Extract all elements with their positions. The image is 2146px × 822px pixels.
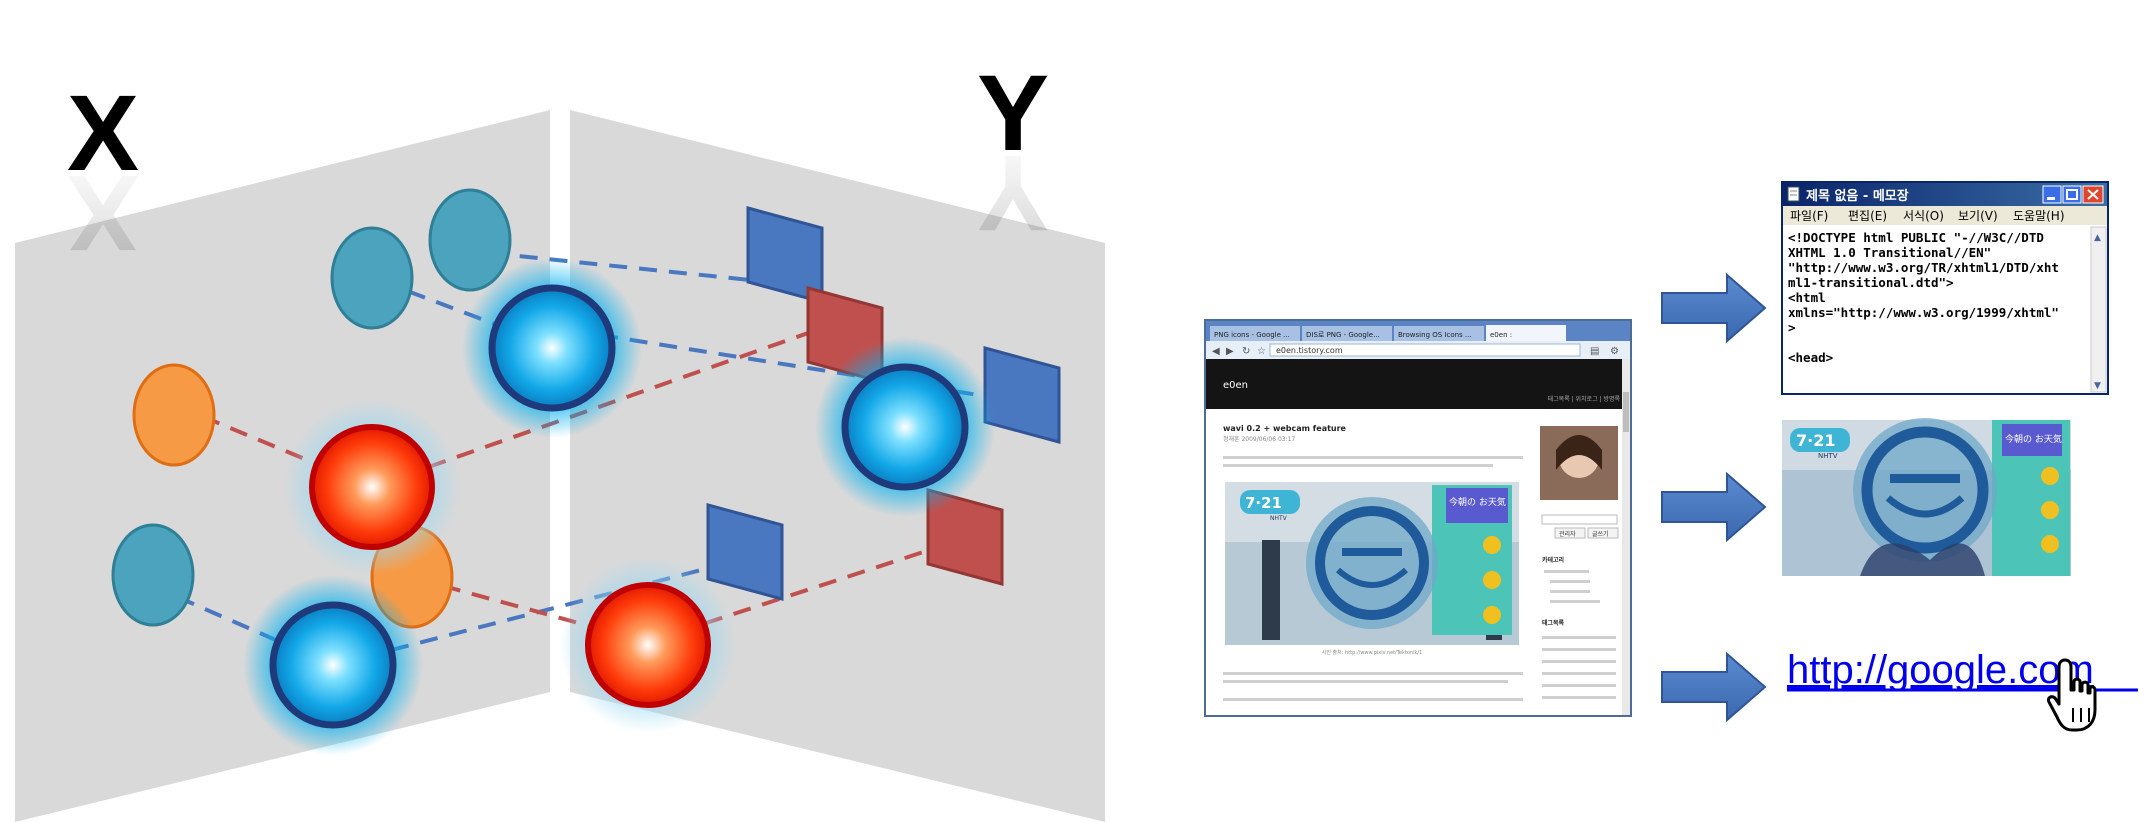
post-meta: 정재훈 2009/06/06 03:17 (1223, 435, 1295, 443)
notepad-scrollbar[interactable] (2090, 226, 2107, 393)
notepad-line-5: <html (1788, 290, 1826, 305)
reload-icon[interactable]: ↻ (1242, 346, 1250, 357)
crop-tv-date: 7·21 (1796, 431, 1835, 450)
notepad-line-6: xmlns="http://www.w3.org/1999/xhtml" (1788, 305, 2059, 320)
address-bar-url: e0en.tistory.com (1276, 346, 1343, 355)
back-icon[interactable]: ◀ (1212, 346, 1220, 357)
dash-red-4 (647, 538, 961, 644)
teal-ellipse-1 (330, 226, 414, 330)
sidebar-button-write-label: 글쓰기 (1592, 530, 1609, 538)
orange-ellipse-1 (132, 363, 216, 467)
arrow-to-notepad (1661, 272, 1767, 344)
wrench-icon[interactable]: ⚙ (1610, 346, 1619, 357)
svg-text:▲: ▲ (2094, 233, 2101, 243)
crop-laughing-man-icon (1853, 418, 1997, 562)
red-square-2 (926, 488, 1004, 586)
notepad-title: 제목 없음 - 메모장 (1806, 188, 1909, 204)
sidebar-search[interactable] (1541, 514, 1618, 525)
label-x: X (67, 72, 139, 193)
notepad-menu-edit[interactable]: 편집(E) (1848, 209, 1887, 223)
label-y: Y (977, 52, 1049, 173)
site-header (1206, 359, 1622, 409)
sidebar-category-heading: 카테고리 (1542, 556, 1564, 564)
minimize-icon[interactable] (2042, 185, 2062, 204)
notepad-menu-bar (1783, 206, 2107, 225)
tv-channel: NHTV (1270, 515, 1288, 522)
crop-tv-weather: 今朝の お天気 (2005, 433, 2062, 445)
red-ball-2 (585, 582, 711, 708)
notepad-window: 제목 없음 - 메모장 파일(F) 편집(E) 서식(O) 보기(V) 도움말(… (1781, 181, 2109, 395)
notepad-menu-file[interactable]: 파일(F) (1790, 209, 1828, 223)
notepad-line-4: ml1-transitional.dtd"> (1788, 275, 1954, 290)
forward-icon[interactable]: ▶ (1226, 346, 1234, 357)
sidebar-button-admin-label: 관리자 (1559, 530, 1576, 538)
link-text[interactable]: http://google.com (1787, 648, 2094, 692)
notepad-line-9: <head> (1788, 350, 1833, 365)
notepad-icon (1787, 186, 1800, 202)
crop-tv-channel: NHTV (1818, 452, 1838, 460)
teal-ellipse-3 (111, 523, 195, 627)
tv-date: 7·21 (1245, 494, 1282, 512)
browser-tabs: PNG icons - Google ... DIS로 PNG - Google… (1210, 325, 1566, 341)
post-title[interactable]: wavi 0.2 + webcam feature (1223, 424, 1347, 433)
blue-ball-2 (841, 363, 969, 491)
red-ball-1 (309, 424, 435, 550)
page-menu-icon[interactable]: ▤ (1590, 346, 1599, 357)
arrows (1661, 272, 1767, 723)
post-image: 7·21 NHTV 今朝の お天気 (1225, 482, 1519, 645)
notepad-menu-help[interactable]: 도움말(H) (2013, 209, 2065, 223)
sidebar-button-admin[interactable] (1554, 527, 1586, 539)
star-icon[interactable]: ☆ (1257, 346, 1266, 357)
blue-square-3 (706, 503, 784, 601)
notepad-title-bar[interactable] (1783, 183, 2107, 206)
notepad-line-1: <!DOCTYPE html PUBLIC "-//W3C//DTD (1788, 230, 2044, 245)
label-y-reflection: Y (977, 133, 1049, 254)
browser-tab-3[interactable]: Browsing OS Icons ... (1398, 331, 1472, 339)
cropped-image: 7·21 NHTV 今朝の お天気 (1782, 418, 2071, 576)
browser-scrollbar[interactable] (1622, 359, 1630, 715)
browser-tab-2[interactable]: DIS로 PNG - Google... (1306, 331, 1380, 339)
label-x-reflection: X (67, 153, 139, 274)
browser-tab-1[interactable]: PNG icons - Google ... (1214, 331, 1290, 339)
browser-window: PNG icons - Google ... DIS로 PNG - Google… (1204, 319, 1632, 717)
notepad-line-2: XHTML 1.0 Transitional//EN" (1788, 245, 1991, 260)
post-image-caption: 사진 출처: http://www.pixiv.net/Tektonik/1 (1322, 649, 1422, 656)
blog-sidebar: 관리자 글쓰기 카테고리 태그목록 (1540, 426, 1619, 699)
tv-weather: 今朝の お天気 (1449, 496, 1506, 508)
dash-blue-2 (459, 248, 751, 282)
notepad-menu-view[interactable]: 보기(V) (1958, 209, 1998, 223)
notepad-line-7: > (1788, 320, 1796, 335)
svg-text:▼: ▼ (2094, 381, 2101, 391)
arrow-to-link (1661, 651, 1767, 723)
hand-cursor-icon (2047, 658, 2097, 732)
maximize-icon[interactable] (2062, 185, 2082, 204)
notepad-menu: 파일(F) 편집(E) 서식(O) 보기(V) 도움말(H) (1790, 209, 2065, 223)
site-nav[interactable]: 태그목록 | 위치로그 | 방명록 (1548, 395, 1621, 403)
notepad-line-3: "http://www.w3.org/TR/xhtml1/DTD/xht (1788, 260, 2059, 275)
arrow-to-crop (1661, 471, 1767, 543)
browser-tab-4[interactable]: e0en : (1490, 331, 1512, 339)
laughing-man-icon (1306, 497, 1438, 629)
notepad-menu-format[interactable]: 서식(O) (1903, 209, 1944, 223)
blue-ball-1 (488, 284, 616, 412)
address-bar[interactable] (1269, 343, 1581, 357)
site-title[interactable]: e0en (1223, 380, 1248, 391)
sidebar-button-write[interactable] (1587, 527, 1619, 539)
sidebar-tags-heading: 태그목록 (1542, 619, 1565, 627)
teal-ellipse-2 (428, 188, 512, 292)
notepad-text[interactable]: <!DOCTYPE html PUBLIC "-//W3C//DTD XHTML… (1788, 230, 2059, 365)
blue-ball-3 (269, 601, 397, 729)
close-icon[interactable] (2082, 185, 2104, 204)
